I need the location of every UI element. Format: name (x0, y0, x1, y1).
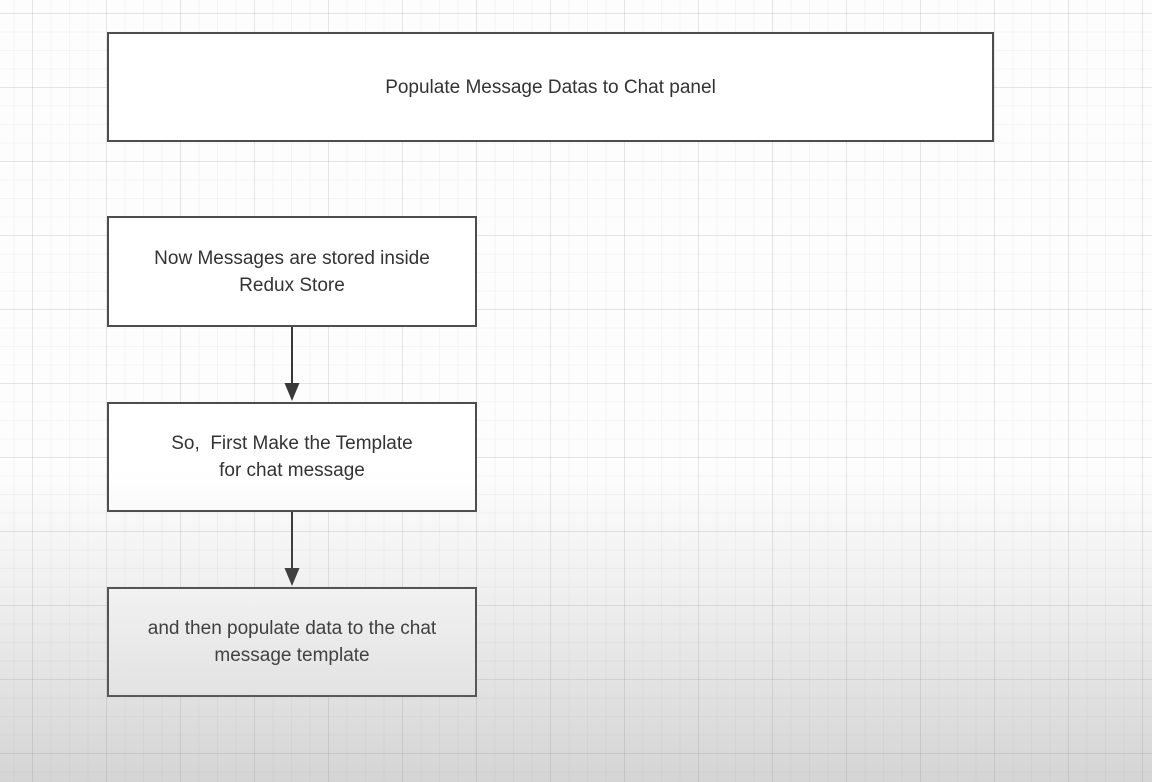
arrow-down-icon (284, 327, 300, 401)
flow-node-populate-banner: Populate Message Datas to Chat panel (107, 32, 994, 142)
arrow-down-icon (284, 512, 300, 586)
flow-node-redux-store: Now Messages are stored inside Redux Sto… (107, 216, 477, 327)
flow-node-label: So, First Make the Template for chat mes… (171, 433, 413, 481)
flow-node-populate-template: and then populate data to the chat messa… (107, 587, 477, 697)
flow-node-make-template: So, First Make the Template for chat mes… (107, 402, 477, 512)
flow-node-label: Now Messages are stored inside Redux Sto… (154, 247, 430, 296)
flow-node-label: Populate Message Datas to Chat panel (385, 76, 716, 98)
flow-node-label: and then populate data to the chat messa… (147, 618, 437, 666)
